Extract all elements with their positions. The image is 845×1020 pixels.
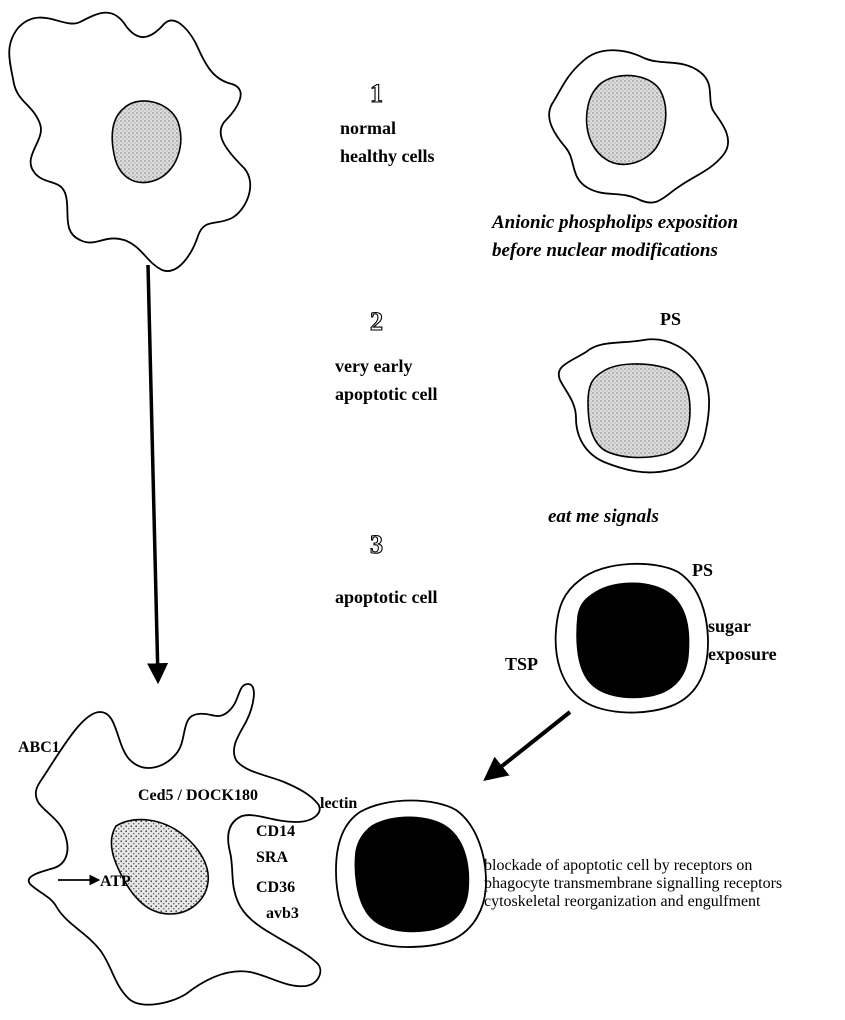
phagocyte-cell-top <box>9 13 250 271</box>
stage-1-label-line2: healthy cells <box>340 146 435 166</box>
dark-nucleus-late <box>577 583 689 697</box>
engulfed-cell <box>336 801 486 948</box>
stage-2-label-line1: very early <box>335 356 412 376</box>
nucleus-top-left <box>112 101 181 183</box>
ps-label-late: PS <box>692 560 713 580</box>
blockade-line2: phagocyte transmembrane signalling recep… <box>484 875 782 892</box>
blockade-line3: cytoskeletal reorganization and engulfme… <box>484 893 761 910</box>
arrow-diagonal <box>487 712 570 778</box>
sugar-label-line2: exposure <box>708 644 777 664</box>
nucleus-healthy <box>587 75 666 164</box>
stage-2-label-line2: apoptotic cell <box>335 384 437 404</box>
stage-2-number: 2 <box>370 307 383 336</box>
phospholips-line2: before nuclear modifications <box>492 240 718 261</box>
arrow-down <box>148 265 158 680</box>
label-sra: SRA <box>256 849 288 866</box>
nucleus-early <box>588 364 690 458</box>
stage-3-label: apoptotic cell <box>335 587 437 607</box>
dark-nucleus-engulfed <box>355 817 468 931</box>
eat-me-signals: eat me signals <box>548 506 659 527</box>
stage-3-number: 3 <box>370 530 383 559</box>
label-cd14: CD14 <box>256 823 295 840</box>
label-lectin: lectin <box>320 795 357 812</box>
label-atp: ATP <box>100 873 131 890</box>
ps-label-early: PS <box>660 309 681 329</box>
label-abc1: ABC1 <box>18 739 60 756</box>
label-cd36: CD36 <box>256 879 295 896</box>
early-apoptotic-cell <box>559 339 709 472</box>
phospholips-line1: Anionic phospholips exposition <box>491 212 738 233</box>
tsp-label: TSP <box>505 654 538 674</box>
blockade-line1: blockade of apoptotic cell by receptors … <box>484 857 752 874</box>
label-avb3: avb3 <box>266 905 299 922</box>
apoptotic-cell <box>556 564 708 713</box>
phagocyte-cell-bottom <box>29 684 321 1005</box>
healthy-cell <box>549 50 728 202</box>
sugar-label-line1: sugar <box>708 616 751 636</box>
stage-1-label-line1: normal <box>340 118 396 138</box>
label-ced5: Ced5 / DOCK180 <box>138 787 258 804</box>
stage-1-number: 1 <box>370 79 383 108</box>
